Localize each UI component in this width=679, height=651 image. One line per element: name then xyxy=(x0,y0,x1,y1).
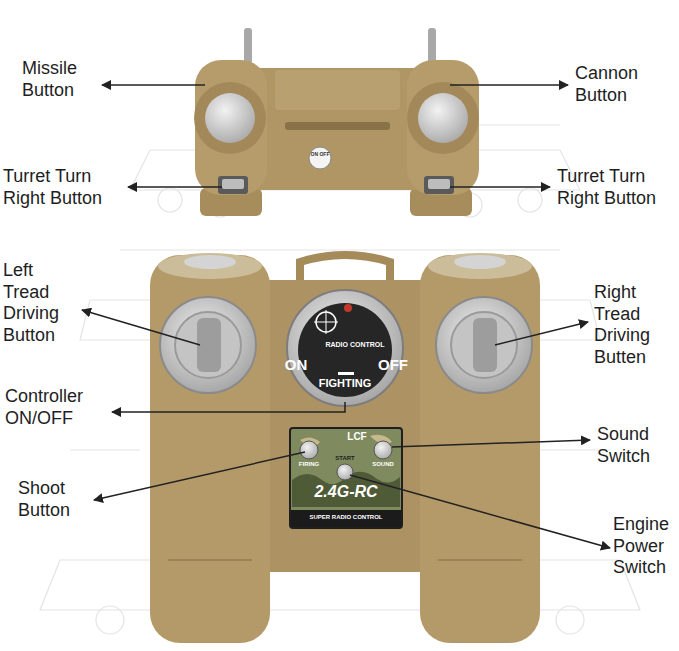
panel-text: START xyxy=(335,455,355,461)
callout-label: Sound Switch xyxy=(597,424,675,467)
panel-text: SOUND xyxy=(372,461,394,467)
panel-text: SUPER RADIO CONTROL xyxy=(309,514,382,520)
callout-label: Engine Power Switch xyxy=(613,514,676,579)
panel-text: LCF xyxy=(347,432,366,442)
sticker-text: ON OFF xyxy=(311,152,330,157)
callout-label: Cannon Button xyxy=(575,63,665,106)
panel-text: OFF xyxy=(378,357,408,372)
panel-text: 2.4G-RC xyxy=(314,484,377,500)
callout-label: Turret Turn Right Button xyxy=(3,166,128,209)
callout-label: Turret Turn Right Button xyxy=(557,166,675,209)
callout-label: Missile Button xyxy=(22,58,102,101)
callout-label: Shoot Button xyxy=(18,478,90,521)
panel-text: FIGHTING xyxy=(319,378,372,389)
callout-label: Controller ON/OFF xyxy=(5,386,105,429)
panel-text: RADIO CONTROL xyxy=(325,341,384,348)
panel-text: FIRING xyxy=(299,461,319,467)
callout-label: Left Tread Driving Button xyxy=(3,260,78,346)
callout-label: Right Tread Driving Butten xyxy=(594,282,674,368)
panel-text: ON xyxy=(285,357,308,372)
